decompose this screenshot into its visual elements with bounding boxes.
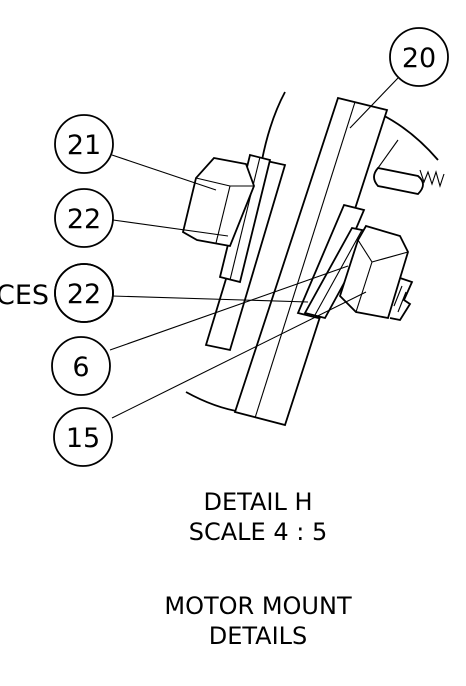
- upper-bolt-edge: [377, 139, 399, 169]
- assembly-geometry: [181, 91, 445, 427]
- hex-nut-15-face-3: [355, 261, 373, 313]
- balloon-15: 15: [53, 407, 113, 467]
- balloon-22a: 22: [54, 188, 114, 248]
- hex-nut-21-face-3: [215, 185, 231, 244]
- leader-lines: [109, 77, 399, 419]
- balloon-21: 21: [54, 114, 114, 174]
- detail-name: DETAIL H: [204, 488, 313, 516]
- balloon-21-label: 21: [67, 130, 101, 161]
- part-20-outer-arc-top: [261, 91, 286, 161]
- bolt-15-thread-end: [389, 277, 414, 322]
- balloon-20: 20: [389, 27, 449, 87]
- hex-nut-15-face-1: [357, 239, 373, 263]
- balloons: 20 21 22 22 6 15: [51, 27, 449, 467]
- hex-nut-15: [338, 224, 409, 320]
- title-line-1: MOTOR MOUNT: [164, 592, 352, 620]
- plate-6-area: [296, 203, 366, 320]
- part-20-bar-inner-edge: [254, 101, 356, 419]
- balloon-6: 6: [51, 336, 111, 396]
- washer-22-lower-line: [314, 229, 363, 316]
- captions: DETAIL H SCALE 4 : 5 MOTOR MOUNT DETAILS: [164, 488, 352, 650]
- hex-nut-15-face-2: [371, 251, 409, 263]
- leader-6: [109, 265, 349, 351]
- balloon-6-label: 6: [72, 352, 89, 383]
- upper-bolt-threads: [419, 169, 445, 188]
- title-line-2: DETAILS: [209, 622, 308, 650]
- part-20-bottom-arc: [185, 391, 243, 413]
- hex-nut-21-face-1: [195, 177, 231, 187]
- leader-22b: [111, 295, 309, 303]
- cut-off-text: CES: [0, 280, 49, 311]
- balloon-20-label: 20: [402, 43, 436, 74]
- balloon-22b-label: 22: [67, 279, 101, 310]
- hex-nut-21: [181, 157, 255, 248]
- detail-scale: SCALE 4 : 5: [189, 518, 327, 546]
- leader-22a: [112, 219, 229, 237]
- leader-21: [111, 154, 217, 191]
- leader-20: [349, 77, 399, 129]
- leader-15: [111, 291, 367, 419]
- upper-bolt-stub: [373, 167, 424, 195]
- washer-22-upper-line: [229, 156, 261, 281]
- balloon-22a-label: 22: [67, 204, 101, 235]
- bolt-15-thread-lines: [393, 285, 407, 313]
- balloon-15-label: 15: [66, 423, 100, 454]
